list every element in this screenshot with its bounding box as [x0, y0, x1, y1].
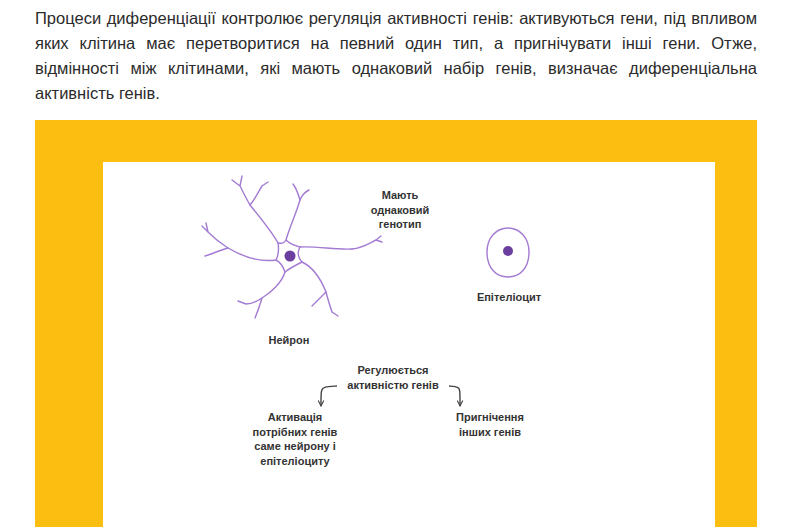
- node-text: Регулюється активністю генів: [341, 363, 445, 392]
- body-paragraph: Процеси диференціації контролює регуляці…: [35, 6, 757, 106]
- regulation-text-node: Пригнічення інших генів: [449, 410, 531, 439]
- epitheliocyte-membrane: [487, 228, 529, 277]
- neuron-body: [228, 200, 352, 298]
- cell-label: Нейрон: [244, 333, 334, 348]
- regulation-text-node: Активація потрібних генів саме нейрону і…: [247, 410, 343, 468]
- curved-arrow: [449, 386, 460, 406]
- cell-label: Мають однаковий генотип: [358, 188, 442, 232]
- node-text: Пригнічення інших генів: [449, 410, 531, 439]
- cell-label: Епітеліоцит: [459, 290, 559, 305]
- dendrite: [293, 184, 309, 200]
- epitheliocyte-nucleus: [503, 246, 513, 256]
- regulation-text-node: Регулюється активністю генів: [341, 363, 445, 392]
- neuron-nucleus: [285, 251, 296, 262]
- node-text: Активація потрібних генів саме нейрону і…: [247, 410, 343, 468]
- curved-arrow: [321, 386, 337, 406]
- axon: [352, 236, 382, 249]
- neuron-soma: [276, 240, 302, 272]
- dendrite: [232, 176, 268, 205]
- dendrite: [312, 292, 338, 316]
- dendrite: [202, 223, 228, 256]
- dendrite: [238, 298, 262, 318]
- white-panel: [103, 162, 715, 527]
